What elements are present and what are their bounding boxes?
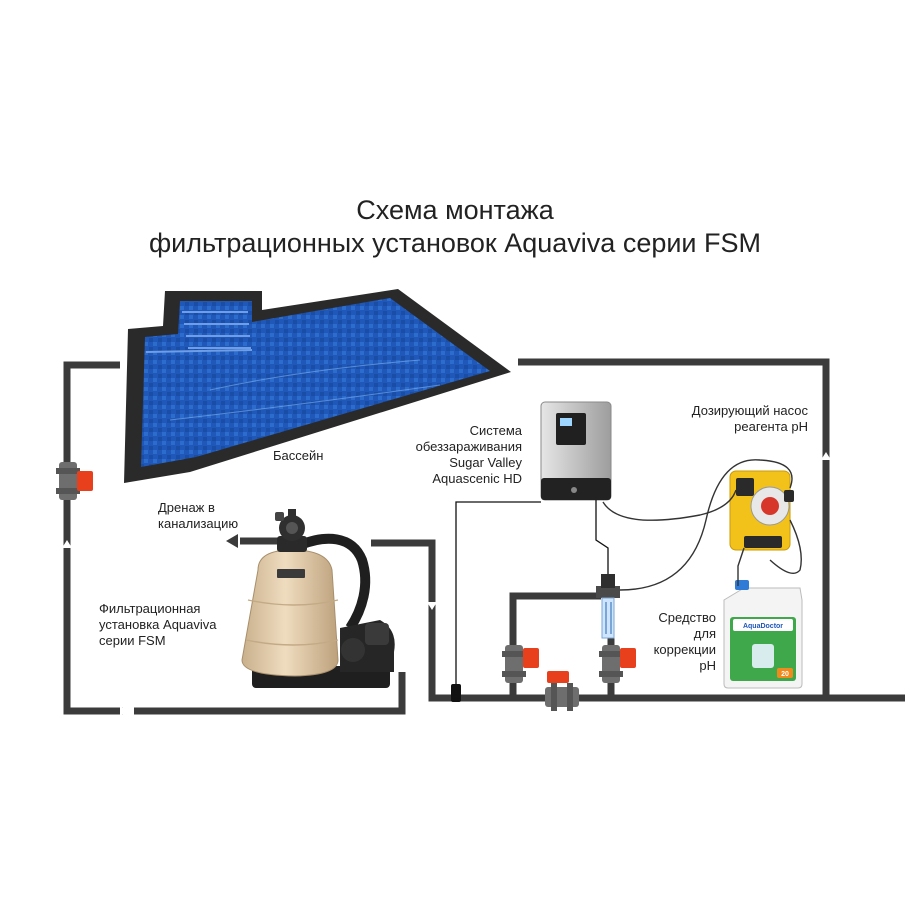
drain-arrow-icon — [226, 534, 238, 548]
ph-canister — [723, 580, 803, 689]
pipe-bottom-left — [134, 672, 406, 715]
electrolysis-cell — [596, 574, 620, 639]
label-drain: Дренаж в канализацию — [158, 500, 239, 531]
tube-pump-injection — [619, 459, 793, 591]
pipe-filter-to-right — [371, 539, 905, 702]
label-ph-agent: Средство для коррекции pH — [653, 610, 716, 673]
flow-direction-icons — [62, 452, 831, 716]
pool — [124, 289, 511, 483]
tube-pump-to-pipe — [769, 519, 802, 574]
label-filter-unit: Фильтрационная установка Aquaviva серии … — [99, 601, 217, 648]
valve-bottom — [545, 671, 579, 711]
valve-left — [56, 462, 93, 500]
diagram-title-line1: Схема монтажа — [356, 195, 554, 225]
pipe-right-vertical — [518, 358, 830, 698]
pipe-left-return — [63, 361, 123, 715]
tube-controller-to-pump — [602, 489, 737, 521]
diagram-title-line2: фильтрационных установок Aquaviva серии … — [148, 228, 762, 258]
filter-tank — [241, 549, 339, 677]
label-disinfection-system: Система обеззараживания Sugar Valley Aqu… — [415, 423, 522, 486]
label-pool: Бассейн — [273, 448, 324, 463]
filter-unit — [241, 509, 395, 688]
cell-chamber — [601, 597, 615, 639]
canister-volume: 20 — [781, 671, 789, 678]
label-dosing-pump: Дозирующий насос реагента pH — [691, 403, 808, 434]
valve-bypass-right — [599, 645, 636, 683]
control-panel-display — [556, 413, 586, 445]
cable-controller-to-cell — [595, 500, 609, 574]
pipe-network — [62, 358, 905, 716]
valve-bypass-left — [502, 645, 539, 683]
cable-controller-to-sensor — [455, 501, 541, 688]
pressure-gauge-icon — [275, 512, 284, 521]
cables-and-tubes — [451, 459, 802, 702]
pool-steps — [145, 311, 253, 353]
tube-pump-suction — [737, 547, 745, 586]
filter-nameplate — [277, 569, 305, 578]
filter-valve-neck — [277, 536, 307, 552]
disinfection-unit — [540, 401, 612, 501]
inline-sensor — [451, 684, 461, 702]
dosing-pump — [729, 470, 794, 551]
pool-water — [141, 298, 490, 467]
canister-brand: AquaDoctor — [743, 623, 783, 630]
filter-hose — [298, 533, 371, 631]
